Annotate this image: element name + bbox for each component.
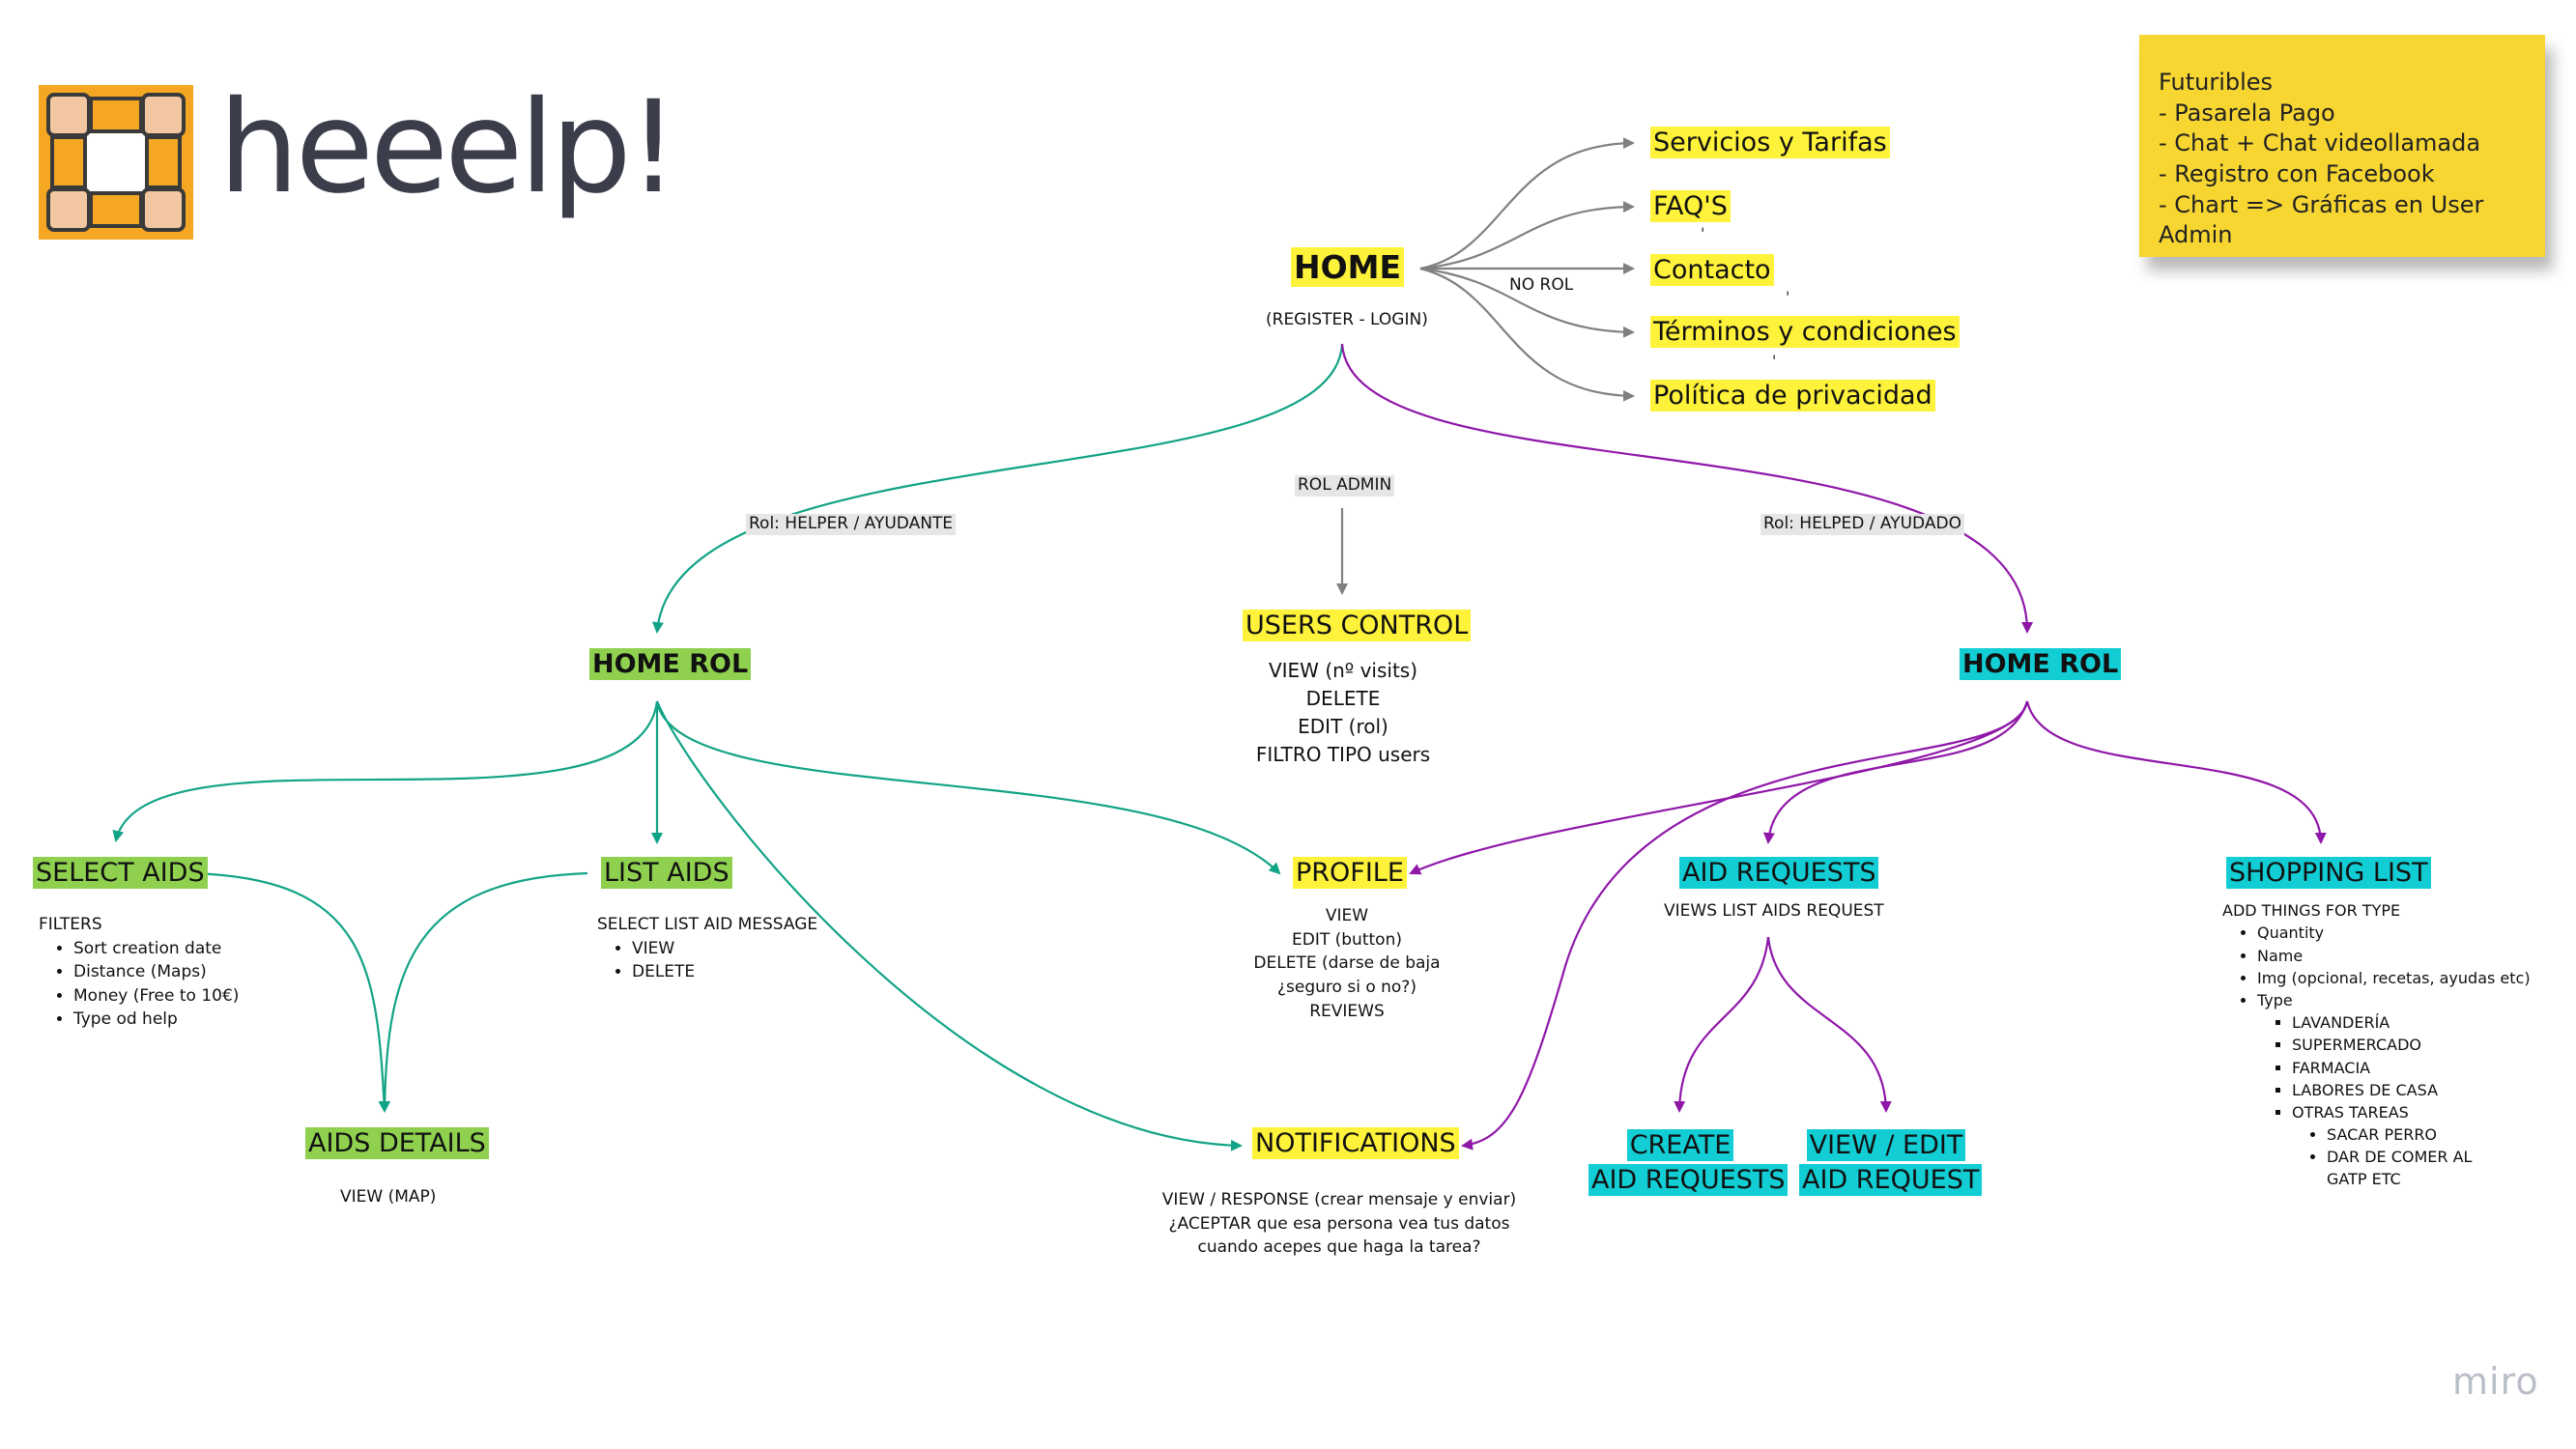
shopping-type-label: Type [2257, 990, 2293, 1009]
miro-watermark: miro [2452, 1360, 2539, 1403]
filters-heading: FILTERS [39, 915, 102, 934]
link-helper-notifications [655, 700, 1243, 1151]
filter-item: Sort creation date [73, 937, 239, 961]
detail-line: FILTRO TIPO users [1255, 743, 1431, 766]
link-home-helper [651, 343, 1344, 634]
sticky-item: - Chart => Gráficas en User Admin [2159, 190, 2484, 249]
users-control-details: VIEW (nº visits) DELETE EDIT (rol) FILTR… [1246, 657, 1440, 769]
node-politica: Política de privacidad [1650, 380, 1935, 412]
home-subtitle: (REGISTER - LOGIN) [1266, 310, 1428, 329]
node-notifications: NOTIFICATIONS [1252, 1127, 1459, 1159]
node-faqs: FAQ'S [1650, 190, 1731, 222]
link-home-faqs [1419, 201, 1635, 270]
other-task-item: SACAR PERRO [2327, 1123, 2531, 1146]
link-list-aids-details [379, 871, 588, 1113]
shopping-item: Name [2257, 945, 2531, 967]
link-helped-notifications [1461, 700, 2029, 1151]
detail-line: ¿seguro si o no?) [1277, 977, 1417, 997]
node-create-aid-requests: CREATE AID REQUESTS [1589, 1128, 1789, 1197]
link-home-politica [1419, 267, 1635, 402]
node-list-aids: LIST AIDS [601, 857, 732, 889]
view-edit-line1: VIEW / EDIT [1806, 1129, 1966, 1161]
link-helped-profile [1409, 700, 2029, 875]
list-aids-heading: SELECT LIST AID MESSAGE [597, 915, 818, 934]
node-select-aids: SELECT AIDS [33, 857, 208, 889]
list-aids-item: VIEW [632, 937, 817, 961]
shopping-heading: ADD THINGS FOR TYPE [2222, 901, 2401, 920]
type-item: SUPERMERCADO [2292, 1034, 2531, 1056]
detail-line: VIEW [1325, 906, 1369, 925]
node-aid-requests: AID REQUESTS [1679, 857, 1879, 889]
create-aid-line1: CREATE [1626, 1129, 1734, 1161]
notifications-details: VIEW / RESPONSE (crear mensaje y enviar)… [1136, 1188, 1542, 1260]
aids-details-note: VIEW (MAP) [340, 1187, 437, 1207]
edge-label-rol-helped: Rol: HELPED / AYUDADO [1760, 514, 1964, 535]
link-aid-requests-view-edit [1766, 936, 1892, 1113]
brand-name: heeelp! [218, 73, 679, 222]
detail-line: VIEW (nº visits) [1268, 659, 1418, 682]
node-home-rol-helper: HOME ROL [589, 648, 752, 680]
create-aid-line2: AID REQUESTS [1589, 1163, 1789, 1196]
home-node: HOME [1291, 247, 1405, 287]
link-home-servicios [1419, 137, 1635, 270]
shopping-item: Img (opcional, recetas, ayudas etc) [2257, 967, 2531, 989]
sticky-title: Futuribles [2159, 69, 2274, 96]
shopping-list-details: ADD THINGS FOR TYPE Quantity Name Img (o… [2222, 901, 2531, 1191]
type-item: FARMACIA [2292, 1057, 2531, 1079]
shopping-item-type: Type LAVANDERÍA SUPERMERCADO FARMACIA LA… [2257, 989, 2531, 1191]
select-aids-filters: FILTERS Sort creation date Distance (Map… [39, 915, 239, 1032]
link-home-helped [1340, 343, 2034, 634]
edge-label-rol-admin: ROL ADMIN [1295, 475, 1395, 497]
other-tasks-label: OTRAS TAREAS [2292, 1102, 2409, 1122]
node-profile: PROFILE [1293, 857, 1407, 889]
logo-icon [39, 85, 193, 240]
edge-label-rol-helper: Rol: HELPER / AYUDANTE [746, 514, 957, 535]
node-shopping-list: SHOPPING LIST [2226, 857, 2431, 889]
detail-line: EDIT (rol) [1298, 715, 1388, 738]
detail-line: REVIEWS [1309, 1001, 1385, 1021]
node-terminos: Términos y condiciones [1650, 316, 1960, 348]
type-item-other: OTRAS TAREAS SACAR PERRO DAR DE COMER AL… [2292, 1101, 2531, 1191]
view-edit-line2: AID REQUEST [1799, 1163, 1983, 1196]
detail-line: ¿ACEPTAR que esa persona vea tus datos [1168, 1213, 1510, 1234]
sticky-note-futuribles: Futuribles - Pasarela Pago - Chat + Chat… [2139, 35, 2545, 257]
sticky-item: - Pasarela Pago [2159, 99, 2335, 127]
detail-line: DELETE (darse de baja [1253, 953, 1441, 974]
edge-label-no-rol: NO ROL [1509, 275, 1574, 295]
shopping-item: Quantity [2257, 922, 2531, 944]
detail-line: cuando acepes que haga la tarea? [1197, 1237, 1481, 1258]
detail-line: DELETE [1305, 687, 1381, 710]
filter-item: Money (Free to 10€) [73, 984, 239, 1009]
node-servicios-tarifas: Servicios y Tarifas [1650, 127, 1890, 158]
list-aids-item: DELETE [632, 960, 817, 984]
profile-details: VIEW EDIT (button) DELETE (darse de baja… [1231, 904, 1463, 1023]
detail-line: VIEW / RESPONSE (crear mensaje y enviar) [1161, 1190, 1517, 1209]
type-item: LAVANDERÍA [2292, 1011, 2531, 1034]
link-helper-select-aids [112, 700, 659, 842]
other-task-item: DAR DE COMER AL GATP ETC [2327, 1146, 2481, 1190]
aid-requests-note: VIEWS LIST AIDS REQUEST [1664, 901, 1884, 921]
filter-item: Type od help [73, 1008, 239, 1032]
sticky-item: - Chat + Chat videollamada [2159, 129, 2481, 157]
filter-item: Distance (Maps) [73, 960, 239, 984]
node-aids-details: AIDS DETAILS [305, 1127, 489, 1159]
detail-line: EDIT (button) [1292, 929, 1402, 950]
node-users-control: USERS CONTROL [1243, 610, 1472, 641]
type-item: LABORES DE CASA [2292, 1079, 2531, 1101]
sticky-item: - Registro con Facebook [2159, 160, 2435, 188]
link-aid-requests-create [1674, 936, 1770, 1113]
link-helper-profile [655, 700, 1281, 875]
node-contacto: Contacto [1650, 254, 1774, 286]
link-helped-shopping-list [2025, 700, 2327, 844]
link-home-terminos [1419, 267, 1635, 338]
list-aids-details: SELECT LIST AID MESSAGE VIEW DELETE [597, 915, 818, 984]
link-select-aids-details [192, 871, 390, 1113]
link-helped-aid-requests [1762, 700, 2029, 844]
node-view-edit-aid-request: VIEW / EDIT AID REQUEST [1799, 1128, 1983, 1197]
node-home-rol-helped: HOME ROL [1960, 648, 2122, 680]
